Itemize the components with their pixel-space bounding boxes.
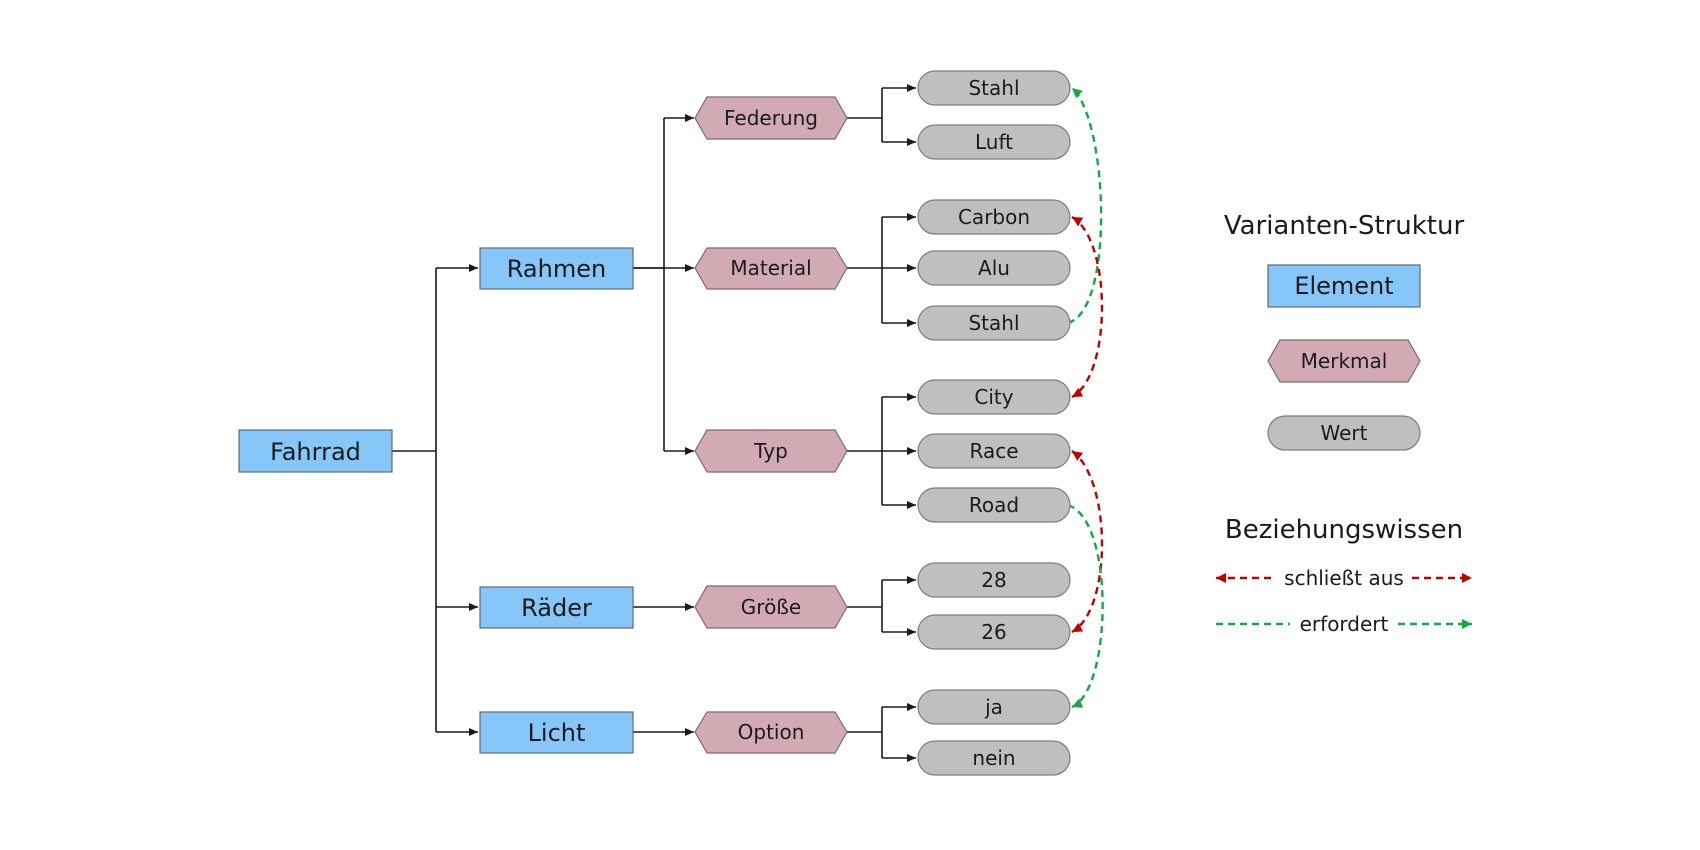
wert-shape <box>917 70 1071 106</box>
connector-material <box>847 217 883 323</box>
merkmal-material[interactable]: Material <box>694 247 848 290</box>
merkmal-label: Option <box>738 720 805 744</box>
wert-label: 28 <box>981 568 1006 592</box>
wert-26[interactable]: 26 <box>917 614 1071 650</box>
legend-requires-label: erfordert <box>1300 612 1389 636</box>
merkmal-label: Größe <box>741 595 801 619</box>
legend-structure-title: Varianten-Struktur <box>1224 211 1465 241</box>
element-label: Licht <box>528 719 586 747</box>
wert-ja[interactable]: ja <box>917 689 1071 725</box>
merkmal-label: Typ <box>753 439 788 463</box>
merkmal-shape <box>694 711 848 754</box>
wert-label: City <box>974 385 1013 409</box>
legend-wert-label: Wert <box>1321 421 1368 445</box>
merkmal-federung[interactable]: Federung <box>694 96 848 140</box>
legend-merkmal-swatch <box>1267 339 1421 383</box>
relations <box>1067 87 1104 709</box>
merkmal-shape <box>694 247 848 290</box>
wert-luft[interactable]: Luft <box>917 124 1071 160</box>
wert-shape <box>917 487 1071 523</box>
element-box <box>479 711 634 754</box>
wert-stahl-material[interactable]: Stahl <box>917 305 1071 341</box>
merkmal-shape <box>694 585 848 629</box>
wert-city[interactable]: City <box>917 379 1071 415</box>
wert-label: nein <box>972 746 1015 770</box>
element-label: Rahmen <box>507 255 606 283</box>
element-raeder[interactable]: Räder <box>479 586 634 629</box>
wert-shape <box>917 124 1071 160</box>
element-licht[interactable]: Licht <box>479 711 634 754</box>
merkmal-label: Federung <box>724 106 818 130</box>
wert-shape <box>917 614 1071 650</box>
element-rahmen[interactable]: Rahmen <box>479 247 634 290</box>
element-fahrrad[interactable]: Fahrrad <box>238 429 393 473</box>
wert-label: Carbon <box>958 205 1030 229</box>
legend-element-label: Element <box>1294 272 1393 300</box>
connector-federung <box>847 88 883 142</box>
wert-label: Stahl <box>968 311 1019 335</box>
wert-label: Stahl <box>968 76 1019 100</box>
relation-stahl-requires-stahl <box>1067 87 1103 325</box>
wert-28[interactable]: 28 <box>917 562 1071 598</box>
legend: Varianten-Struktur Element Merkmal Wert … <box>1216 211 1472 636</box>
wert-shape <box>917 305 1071 341</box>
wert-shape <box>917 199 1071 235</box>
element-label: Fahrrad <box>270 438 361 466</box>
relation-road-requires-ja <box>1067 503 1104 709</box>
relation-race-excludes-26 <box>1071 450 1104 634</box>
element-box <box>238 429 393 473</box>
legend-excludes-label: schließt aus <box>1284 566 1404 590</box>
legend-wert-swatch <box>1267 415 1421 451</box>
wert-shape <box>917 562 1071 598</box>
wert-stahl-federung[interactable]: Stahl <box>917 70 1071 106</box>
element-box <box>479 247 634 290</box>
relation-carbon-excludes-city <box>1071 215 1104 399</box>
wert-shape <box>917 740 1071 776</box>
legend-relations-title: Beziehungswissen <box>1225 515 1463 545</box>
wert-label: 26 <box>981 620 1006 644</box>
wert-label: Road <box>969 493 1019 517</box>
merkmal-groesse[interactable]: Größe <box>694 585 848 629</box>
element-box <box>479 586 634 629</box>
wert-label: Alu <box>978 256 1010 280</box>
connector-groesse <box>847 580 883 632</box>
merkmal-typ[interactable]: Typ <box>694 429 848 473</box>
wert-nein[interactable]: nein <box>917 740 1071 776</box>
legend-merkmal-label: Merkmal <box>1301 349 1388 373</box>
connectors <box>392 84 916 762</box>
merkmal-label: Material <box>730 256 811 280</box>
wert-road[interactable]: Road <box>917 487 1071 523</box>
wert-shape <box>917 379 1071 415</box>
wert-carbon[interactable]: Carbon <box>917 199 1071 235</box>
wert-label: ja <box>984 695 1003 719</box>
legend-element-swatch <box>1267 264 1421 308</box>
wert-label: Race <box>969 439 1018 463</box>
merkmal-shape <box>694 429 848 473</box>
connector-option <box>847 707 883 758</box>
connector-typ <box>847 397 883 505</box>
merkmal-option[interactable]: Option <box>694 711 848 754</box>
merkmal-shape <box>694 96 848 140</box>
wert-label: Luft <box>975 130 1013 154</box>
wert-shape <box>917 689 1071 725</box>
wert-race[interactable]: Race <box>917 433 1071 469</box>
wert-shape <box>917 250 1071 286</box>
element-label: Räder <box>521 594 592 622</box>
wert-shape <box>917 433 1071 469</box>
wert-alu[interactable]: Alu <box>917 250 1071 286</box>
